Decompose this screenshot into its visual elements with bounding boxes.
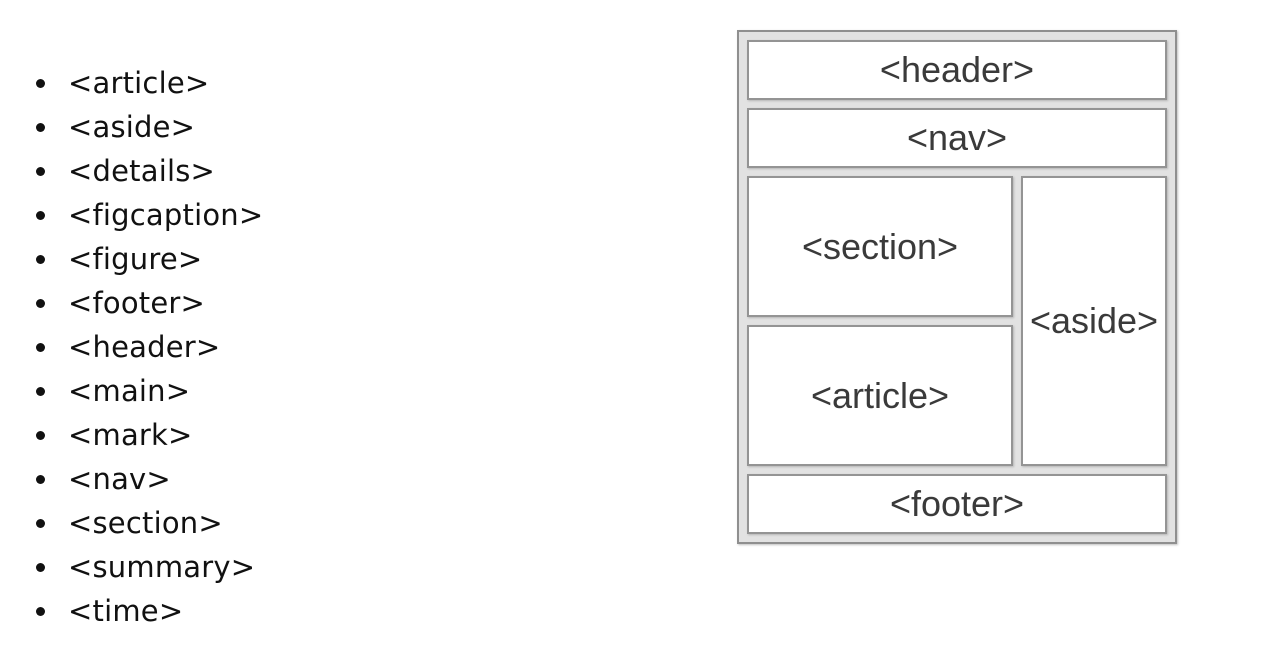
html5-layout-diagram: <header> <nav> <section> <article> <asid…	[737, 30, 1177, 544]
list-item: <main>	[0, 369, 263, 413]
diagram-section-label: <section>	[801, 225, 959, 267]
diagram-middle-row: <section> <article> <aside>	[747, 176, 1167, 466]
diagram-aside-label: <aside>	[1029, 300, 1159, 341]
diagram-nav-label: <nav>	[906, 117, 1008, 158]
diagram-header-box: <header>	[747, 40, 1167, 100]
list-item: <aside>	[0, 105, 263, 149]
list-item: <details>	[0, 149, 263, 193]
list-item: <summary>	[0, 545, 263, 589]
list-item: <figcaption>	[0, 193, 263, 237]
list-item: <header>	[0, 325, 263, 369]
diagram-aside-box: <aside>	[1021, 176, 1167, 466]
diagram-footer-box: <footer>	[747, 474, 1167, 534]
diagram-nav-box: <nav>	[747, 108, 1167, 168]
list-item: <section>	[0, 501, 263, 545]
list-item: <figure>	[0, 237, 263, 281]
diagram-section-box: <section>	[747, 176, 1013, 317]
list-item: <footer>	[0, 281, 263, 325]
diagram-main-column: <section> <article>	[747, 176, 1013, 466]
html5-elements-list: <article><aside><details><figcaption><fi…	[0, 61, 263, 633]
list-item: <time>	[0, 589, 263, 633]
diagram-article-label: <article>	[810, 374, 950, 416]
list-item: <article>	[0, 61, 263, 105]
diagram-footer-label: <footer>	[889, 483, 1025, 524]
diagram-article-box: <article>	[747, 325, 1013, 466]
list-item: <nav>	[0, 457, 263, 501]
list-item: <mark>	[0, 413, 263, 457]
diagram-header-label: <header>	[879, 49, 1035, 90]
